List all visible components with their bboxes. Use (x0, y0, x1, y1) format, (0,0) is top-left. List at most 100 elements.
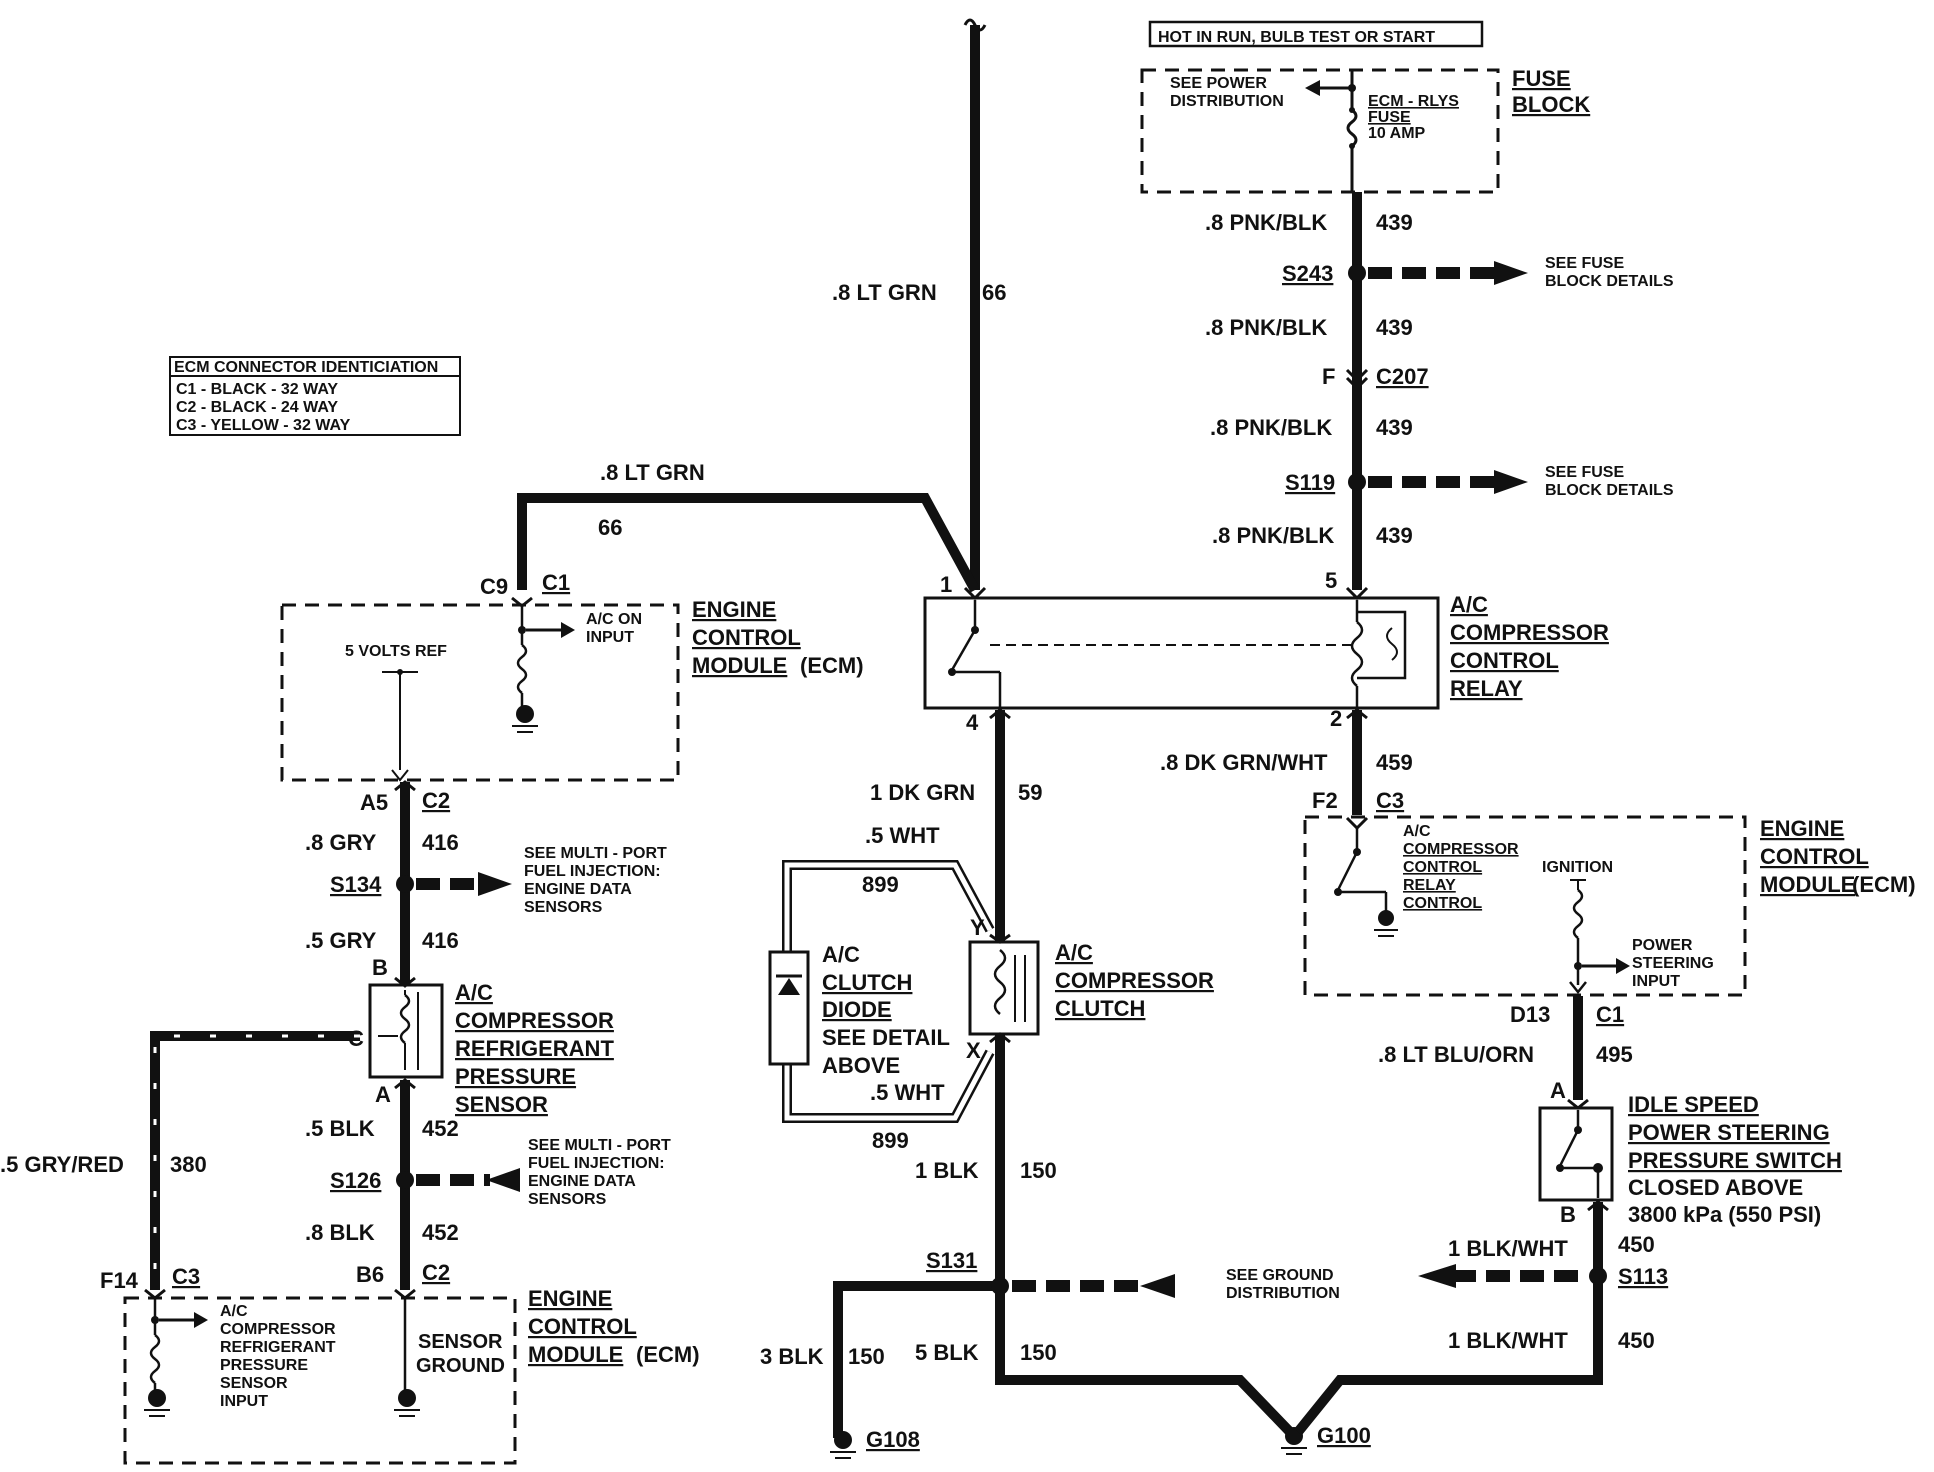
svg-text:PRESSURE: PRESSURE (220, 1357, 308, 1374)
svg-text:CONTROL: CONTROL (1403, 895, 1482, 912)
svg-text:.5 WHT: .5 WHT (865, 823, 940, 848)
svg-text:C1: C1 (1596, 1002, 1624, 1027)
splice-s119: S119 SEE FUSE BLOCK DETAILS (1285, 464, 1674, 499)
svg-text:C1 - BLACK - 32 WAY: C1 - BLACK - 32 WAY (176, 381, 338, 398)
svg-text:FUSE: FUSE (1512, 66, 1571, 91)
resistor-icon (1572, 889, 1584, 939)
ground-icon (398, 1389, 416, 1407)
svg-text:DISTRIBUTION: DISTRIBUTION (1170, 93, 1284, 110)
wire-150-main (995, 1034, 1294, 1436)
svg-text:SEE FUSE: SEE FUSE (1545, 464, 1624, 481)
ac-compressor-refrigerant-pressure-sensor: B C A A/C COMPRESSOR REFRIGERANT PRESSUR… (348, 955, 614, 1117)
svg-text:ECM CONNECTOR IDENTICIATION: ECM CONNECTOR IDENTICIATION (174, 359, 438, 376)
svg-text:(ECM): (ECM) (800, 653, 864, 678)
svg-text:SENSOR: SENSOR (418, 1331, 503, 1353)
svg-text:ENGINE: ENGINE (692, 597, 776, 622)
wire-380 (150, 1031, 360, 1290)
connector-c207: F C207 (1322, 364, 1429, 391)
svg-text:SENSOR: SENSOR (220, 1375, 288, 1392)
svg-text:.5 GRY: .5 GRY (305, 928, 377, 953)
svg-text:439: 439 (1376, 415, 1413, 440)
svg-text:(ECM): (ECM) (636, 1342, 700, 1367)
svg-text:899: 899 (872, 1128, 909, 1153)
svg-text:(ECM): (ECM) (1852, 872, 1916, 897)
resistor-icon (516, 644, 528, 694)
svg-text:F: F (1322, 364, 1335, 389)
coil-icon (1350, 621, 1364, 687)
svg-text:B6: B6 (356, 1262, 384, 1287)
svg-text:FUEL INJECTION:: FUEL INJECTION: (524, 863, 661, 880)
ground-g100: G100 (1281, 1423, 1371, 1455)
ground-g108: G108 (830, 1427, 920, 1459)
svg-text:.8 PNK/BLK: .8 PNK/BLK (1210, 415, 1332, 440)
svg-text:439: 439 (1376, 315, 1413, 340)
header-box: HOT IN RUN, BULB TEST OR START (1148, 20, 1484, 48)
svg-text:.8 PNK/BLK: .8 PNK/BLK (1205, 315, 1327, 340)
svg-text:G108: G108 (866, 1427, 920, 1452)
svg-text:1: 1 (940, 572, 952, 597)
ground-icon (516, 705, 534, 723)
ground-icon (834, 1431, 852, 1449)
splice-s131: S131 SEE GROUND DISTRIBUTION (926, 1248, 1340, 1302)
svg-text:A/C: A/C (1403, 823, 1431, 840)
svg-text:SEE FUSE: SEE FUSE (1545, 255, 1624, 272)
svg-text:3800 kPa (550 PSI): 3800 kPa (550 PSI) (1628, 1202, 1821, 1227)
svg-text:CONTROL: CONTROL (1760, 844, 1869, 869)
break-icon (963, 18, 987, 32)
svg-text:CLOSED ABOVE: CLOSED ABOVE (1628, 1175, 1803, 1200)
svg-text:A/C: A/C (220, 1303, 248, 1320)
svg-text:5 VOLTS REF: 5 VOLTS REF (345, 643, 447, 660)
svg-text:5: 5 (1325, 568, 1337, 593)
svg-text:COMPRESSOR: COMPRESSOR (1450, 620, 1609, 645)
svg-text:S119: S119 (1285, 470, 1335, 495)
svg-text:439: 439 (1376, 210, 1413, 235)
svg-text:C2: C2 (422, 788, 450, 813)
svg-text:380: 380 (170, 1152, 207, 1177)
svg-text:RELAY: RELAY (1450, 676, 1523, 701)
svg-text:3 BLK: 3 BLK (760, 1344, 824, 1369)
svg-text:DISTRIBUTION: DISTRIBUTION (1226, 1285, 1340, 1302)
svg-text:899: 899 (862, 872, 899, 897)
svg-text:DIODE: DIODE (822, 997, 892, 1022)
svg-text:.5 GRY/RED: .5 GRY/RED (0, 1152, 124, 1177)
ecm-connector-id-box: ECM CONNECTOR IDENTICIATION C1 - BLACK -… (169, 356, 461, 436)
svg-text:B: B (1560, 1202, 1576, 1227)
svg-text:.8 LT GRN: .8 LT GRN (600, 460, 705, 485)
svg-text:SEE MULTI - PORT: SEE MULTI - PORT (528, 1137, 671, 1154)
svg-text:A5: A5 (360, 790, 388, 815)
svg-text:G100: G100 (1317, 1423, 1371, 1448)
svg-text:C2: C2 (422, 1260, 450, 1285)
svg-text:F14: F14 (100, 1268, 139, 1293)
svg-text:COMPRESSOR: COMPRESSOR (455, 1008, 614, 1033)
svg-text:150: 150 (1020, 1340, 1057, 1365)
svg-text:1 BLK: 1 BLK (915, 1158, 979, 1183)
svg-text:MODULE: MODULE (692, 653, 787, 678)
svg-text:S131: S131 (926, 1248, 977, 1273)
svg-text:CONTROL: CONTROL (528, 1314, 637, 1339)
svg-text:C2 - BLACK - 24 WAY: C2 - BLACK - 24 WAY (176, 399, 338, 416)
splice-s126: S126 SEE MULTI - PORT FUEL INJECTION: EN… (330, 1137, 671, 1208)
svg-text:.8 PNK/BLK: .8 PNK/BLK (1212, 523, 1334, 548)
svg-text:A/C: A/C (822, 942, 860, 967)
svg-text:FUEL INJECTION:: FUEL INJECTION: (528, 1155, 665, 1172)
svg-text:C207: C207 (1376, 364, 1429, 389)
svg-text:452: 452 (422, 1116, 459, 1141)
svg-text:66: 66 (598, 515, 622, 540)
ecm-right: A/C COMPRESSOR CONTROL RELAY CONTROL IGN… (1303, 815, 1916, 997)
ac-clutch-diode: A/C CLUTCH DIODE SEE DETAIL ABOVE (768, 942, 950, 1078)
arrow-icon (1616, 958, 1630, 974)
svg-text:SEE GROUND: SEE GROUND (1226, 1267, 1334, 1284)
svg-text:INPUT: INPUT (1632, 973, 1680, 990)
svg-text:S113: S113 (1618, 1264, 1668, 1289)
svg-text:2: 2 (1330, 706, 1342, 731)
svg-text:GROUND: GROUND (416, 1355, 505, 1377)
svg-text:C1: C1 (542, 570, 570, 595)
svg-text:POWER: POWER (1632, 937, 1693, 954)
idle-speed-ps-pressure-switch: A B IDLE SPEED POWER STEERING PRESSURE S… (1538, 1078, 1842, 1227)
svg-text:.8 PNK/BLK: .8 PNK/BLK (1205, 210, 1327, 235)
svg-text:ENGINE DATA: ENGINE DATA (528, 1173, 636, 1190)
svg-text:S126: S126 (330, 1168, 381, 1193)
svg-text:CONTROL: CONTROL (1450, 648, 1559, 673)
svg-text:IGNITION: IGNITION (1542, 859, 1613, 876)
